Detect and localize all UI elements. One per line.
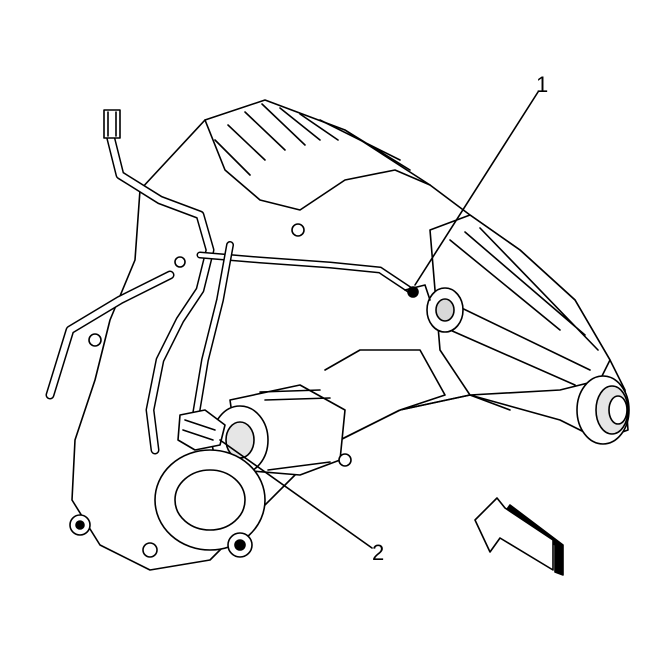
leader-line-1 — [414, 91, 539, 286]
callout-label-2: 2 — [372, 540, 385, 565]
output-flange — [576, 375, 630, 445]
upper-case-ribs — [204, 119, 431, 211]
leader-line-2 — [219, 439, 373, 549]
speed-sensor — [404, 284, 464, 333]
callout-label-1: 1 — [536, 72, 549, 97]
wiring-harness — [45, 130, 414, 455]
direction-arrow-icon — [474, 497, 564, 576]
harness-end-connector — [103, 109, 121, 139]
motor-connector — [177, 409, 226, 451]
front-case-opening — [154, 449, 266, 558]
mounting-bolts — [69, 223, 352, 558]
